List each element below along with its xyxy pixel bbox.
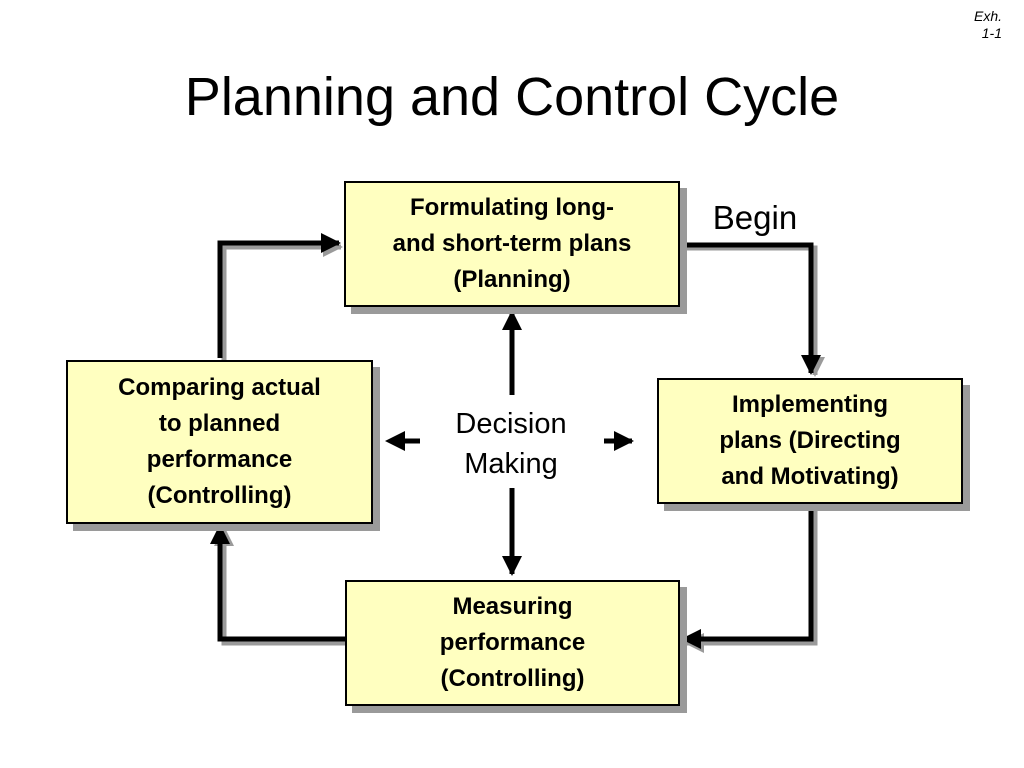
step-implementing-line-1: Implementing bbox=[731, 391, 888, 418]
arrow-planning-to-implementing bbox=[680, 242, 821, 375]
step-implementing-line-2: plans (Directing bbox=[719, 427, 901, 454]
step-implementing-box: Implementing plans (Directing and Motiva… bbox=[657, 378, 963, 504]
step-measuring-line-3: (Controlling) bbox=[440, 665, 585, 692]
arrow-shadow-implementing-to-measuring bbox=[684, 507, 818, 653]
step-planning-line-2: and short-term plans bbox=[392, 230, 632, 257]
step-measuring-line-2: performance bbox=[439, 629, 586, 656]
step-comparing-line-3: performance bbox=[146, 446, 293, 473]
arrow-shadow-comparing-to-planning bbox=[221, 237, 343, 360]
decision-making-label: Decision Making bbox=[421, 404, 601, 484]
step-planning-line-1: Formulating long- bbox=[410, 194, 614, 221]
decision-making-line-2: Making bbox=[464, 448, 558, 480]
step-measuring-box: Measuring performance (Controlling) bbox=[345, 580, 680, 706]
begin-label: Begin bbox=[712, 199, 798, 236]
step-comparing-line-1: Comparing actual bbox=[118, 374, 321, 401]
arrow-measuring-to-comparing bbox=[210, 524, 345, 642]
step-implementing-line-3: and Motivating) bbox=[721, 463, 899, 490]
exhibit-label-line-2: 1-1 bbox=[981, 25, 1002, 41]
decision-making-line-1: Decision bbox=[455, 408, 567, 440]
step-comparing-line-2: to planned bbox=[158, 410, 281, 437]
exhibit-label: Exh. 1-1 bbox=[942, 8, 1002, 42]
decision-label-backdrop bbox=[420, 400, 604, 488]
page-title: Planning and Control Cycle bbox=[184, 67, 840, 127]
step-comparing-box: Comparing actual to planned performance … bbox=[66, 360, 373, 524]
step-measuring-line-1: Measuring bbox=[452, 593, 573, 620]
step-planning-box: Formulating long- and short-term plans (… bbox=[344, 181, 680, 307]
step-planning-line-3: (Planning) bbox=[453, 266, 571, 293]
arrow-shadow-planning-to-implementing bbox=[683, 245, 825, 377]
arrow-implementing-to-measuring bbox=[681, 504, 814, 649]
arrow-comparing-to-planning bbox=[217, 233, 341, 358]
exhibit-label-line-1: Exh. bbox=[973, 8, 1002, 24]
arrow-shadow-measuring-to-comparing bbox=[214, 526, 348, 646]
step-comparing-line-4: (Controlling) bbox=[147, 482, 292, 509]
